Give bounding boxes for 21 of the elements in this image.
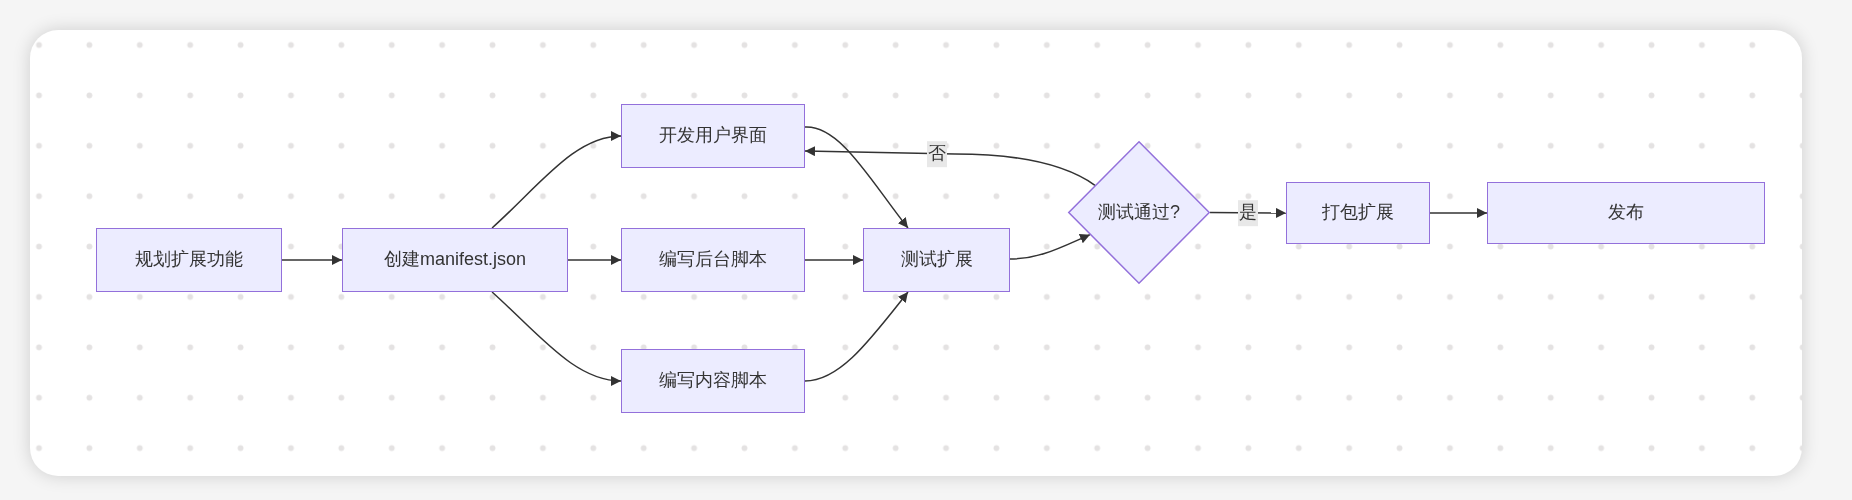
- process-box: 创建manifest.json: [342, 228, 568, 292]
- edge-label: 是: [1238, 200, 1258, 226]
- decision-diamond: 测试通过?: [1068, 141, 1210, 284]
- arrow: [1429, 208, 1488, 218]
- edge-label: 否: [927, 141, 947, 167]
- process-box: 打包扩展: [1286, 182, 1430, 244]
- arrow: [281, 255, 343, 265]
- process-box: 编写后台脚本: [621, 228, 805, 292]
- process-box: 发布: [1487, 182, 1765, 244]
- arrow: [491, 291, 622, 386]
- process-box: 规划扩展功能: [96, 228, 282, 292]
- arrow: [491, 131, 622, 229]
- arrow: [804, 126, 909, 229]
- process-box: 编写内容脚本: [621, 349, 805, 413]
- arrow: [1009, 233, 1091, 260]
- arrow: [804, 291, 909, 382]
- arrow: [804, 146, 1096, 187]
- arrow: [567, 255, 622, 265]
- process-box: 测试扩展: [863, 228, 1010, 292]
- process-box: 开发用户界面: [621, 104, 805, 168]
- arrow: [804, 255, 864, 265]
